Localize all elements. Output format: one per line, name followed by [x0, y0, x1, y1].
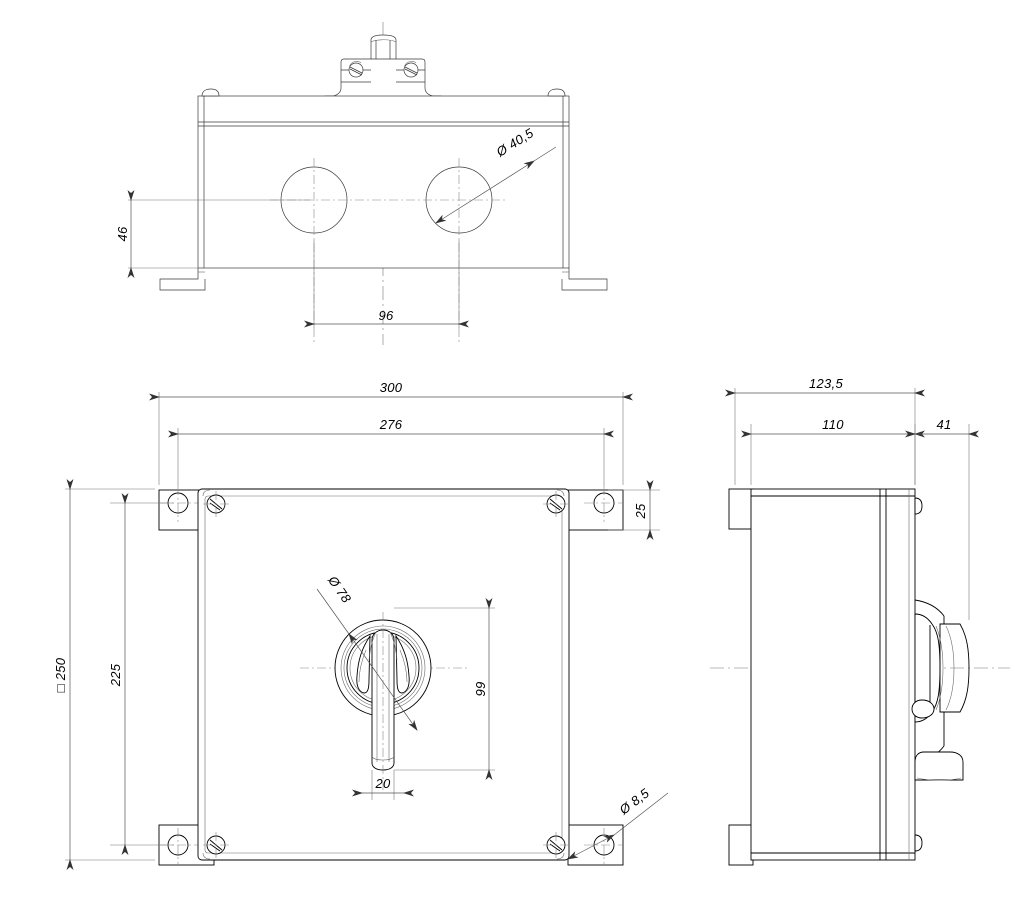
side-view-handle[interactable] [911, 599, 970, 781]
dim-h-225: 225 [108, 493, 174, 855]
top-view-screw-left [348, 61, 364, 78]
dim-w-300: 300 [149, 380, 633, 485]
top-view-body [159, 88, 608, 291]
dim-d-41: 41 [905, 417, 979, 620]
cover-screw-top-left [203, 491, 229, 517]
dim-label-s-96: 96 [378, 308, 394, 323]
dim-s-96: 96 [304, 240, 469, 328]
dim-label-h-225: 225 [108, 663, 123, 687]
dim-label-dia-8-5: Ø 8,5 [616, 785, 653, 818]
side-view-lug-bottom [728, 824, 754, 866]
dim-l-99: 99 [394, 598, 495, 780]
top-view-handle-boss [324, 34, 442, 98]
dim-sq-250: □ 250 [53, 479, 155, 870]
dim-h-46: 46 [115, 190, 310, 278]
dim-label-w-276: 276 [379, 417, 403, 432]
dim-w-20: 20 [352, 770, 414, 800]
dim-label-d-41: 41 [936, 417, 951, 432]
dim-label-d-123-5: 123,5 [809, 376, 844, 391]
cover-screw-bottom-right [543, 832, 569, 858]
top-view-group: Ø 40,5 46 96 [115, 22, 608, 345]
dim-label-e-25: 25 [633, 503, 648, 520]
dim-e-25: 25 [608, 480, 660, 540]
side-view-group: 123,5 110 41 [710, 376, 1010, 866]
cover-screw-top-right [543, 491, 569, 517]
dim-d-110: 110 [741, 417, 925, 485]
dim-w-276: 276 [168, 417, 614, 486]
dim-label-l-99: 99 [473, 681, 488, 696]
dim-label-d-110: 110 [822, 417, 844, 432]
dim-label-w-300: 300 [380, 380, 403, 395]
dim-label-w-20: 20 [374, 776, 391, 791]
dim-label-sq-250: □ 250 [53, 657, 68, 692]
side-view-body [750, 488, 923, 861]
front-view-group: Ø 78 99 20 300 [53, 380, 669, 870]
front-view-cover-screws [203, 491, 569, 858]
cover-screw-bottom-left [203, 832, 229, 858]
dim-label-h-46: 46 [115, 226, 130, 242]
top-view-screw-right [403, 61, 419, 78]
side-view-lug-top [728, 488, 754, 530]
